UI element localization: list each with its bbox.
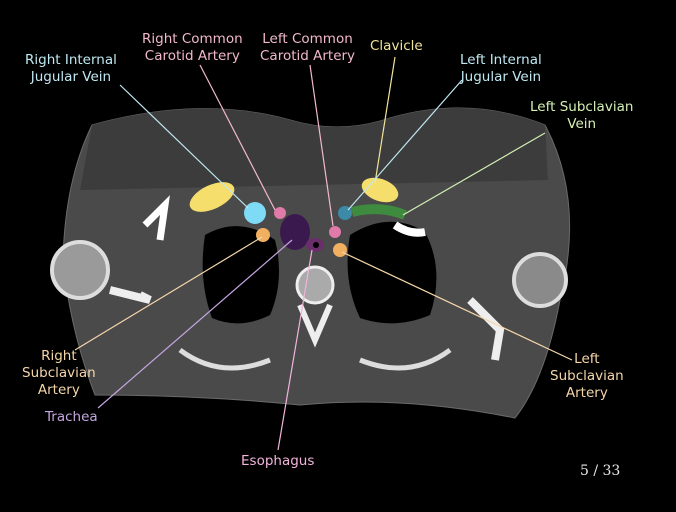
label-left-subclavian-artery: Left Subclavian Artery xyxy=(550,351,624,401)
right-clavicle xyxy=(189,182,235,212)
label-left-common-carotid-artery: Left Common Carotid Artery xyxy=(260,31,356,64)
trachea xyxy=(280,214,310,250)
right-humeral-head xyxy=(50,240,110,300)
right-cca xyxy=(274,207,286,219)
label-left-internal-jugular-vein: Left Internal Jugular Vein xyxy=(460,52,542,85)
label-esophagus: Esophagus xyxy=(241,453,315,469)
right-lung xyxy=(202,226,279,324)
left-lung xyxy=(347,221,437,324)
left-cca xyxy=(329,226,341,238)
right-ijv xyxy=(244,202,266,224)
label-right-internal-jugular-vein: Right Internal Jugular Vein xyxy=(25,52,117,85)
vertebral-body xyxy=(295,265,335,305)
label-left-subclavian-vein: Left Subclavian Vein xyxy=(530,99,634,132)
slice-counter: 5 / 33 xyxy=(580,463,621,479)
left-subclavian-artery xyxy=(333,243,347,257)
left-subclavian-vein xyxy=(350,204,407,220)
label-trachea: Trachea xyxy=(45,409,98,425)
label-clavicle: Clavicle xyxy=(370,38,423,54)
label-right-common-carotid-artery: Right Common Carotid Artery xyxy=(142,31,243,64)
label-right-subclavian-artery: Right Subclavian Artery xyxy=(22,348,96,398)
